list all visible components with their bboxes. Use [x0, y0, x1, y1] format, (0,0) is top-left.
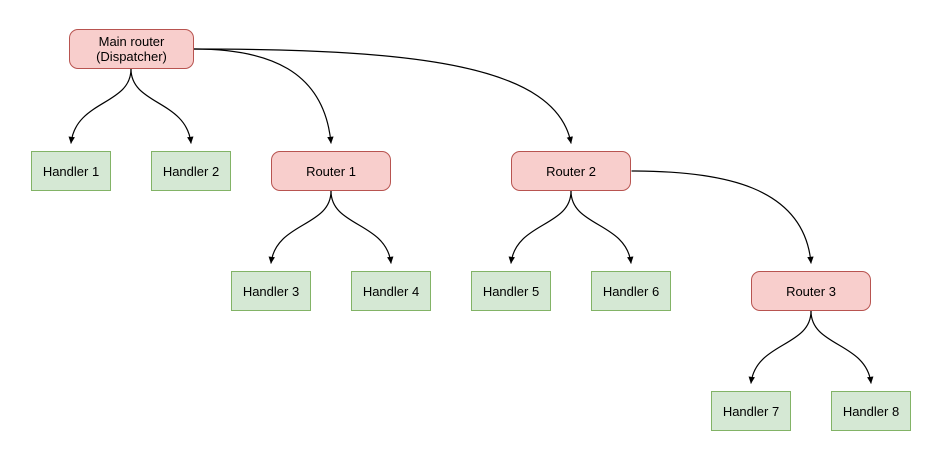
node-handler-5[interactable]: Handler 5 [471, 271, 551, 311]
node-handler-8[interactable]: Handler 8 [831, 391, 911, 431]
node-label-router-3: Router 3 [786, 283, 836, 299]
edge-router-1-to-handler-4 [330, 190, 394, 264]
node-router-3[interactable]: Router 3 [751, 271, 871, 311]
node-label-handler-6: Handler 6 [602, 283, 660, 299]
node-handler-6[interactable]: Handler 6 [591, 271, 671, 311]
node-handler-2[interactable]: Handler 2 [151, 151, 231, 191]
edge-main-to-handler-1 [68, 68, 132, 144]
edge-router-2-to-handler-6 [570, 190, 634, 264]
node-label-handler-3: Handler 3 [242, 283, 300, 299]
node-handler-3[interactable]: Handler 3 [231, 271, 311, 311]
edge-router-2-to-handler-5 [508, 190, 572, 264]
node-label-router-1: Router 1 [306, 163, 356, 179]
node-label-handler-8: Handler 8 [842, 403, 900, 419]
node-router-2[interactable]: Router 2 [511, 151, 631, 191]
node-label-handler-7: Handler 7 [722, 403, 780, 419]
edge-main-to-router-2 [193, 48, 573, 144]
node-handler-1[interactable]: Handler 1 [31, 151, 111, 191]
node-label-handler-1: Handler 1 [42, 163, 100, 179]
node-label-main-router: Main router (Dispatcher) [96, 34, 167, 64]
node-handler-4[interactable]: Handler 4 [351, 271, 431, 311]
node-label-handler-2: Handler 2 [162, 163, 220, 179]
edge-router-2-to-router-3 [631, 170, 814, 264]
edge-router-3-to-handler-7 [748, 310, 812, 384]
node-label-handler-5: Handler 5 [482, 283, 540, 299]
edge-router-1-to-handler-3 [268, 190, 332, 264]
node-main-router[interactable]: Main router (Dispatcher) [69, 29, 194, 69]
edge-main-to-router-1 [193, 48, 334, 144]
node-label-router-2: Router 2 [546, 163, 596, 179]
edge-router-3-to-handler-8 [810, 310, 874, 384]
node-handler-7[interactable]: Handler 7 [711, 391, 791, 431]
node-router-1[interactable]: Router 1 [271, 151, 391, 191]
edge-main-to-handler-2 [130, 68, 194, 144]
node-label-handler-4: Handler 4 [362, 283, 420, 299]
edges-group [68, 48, 874, 384]
